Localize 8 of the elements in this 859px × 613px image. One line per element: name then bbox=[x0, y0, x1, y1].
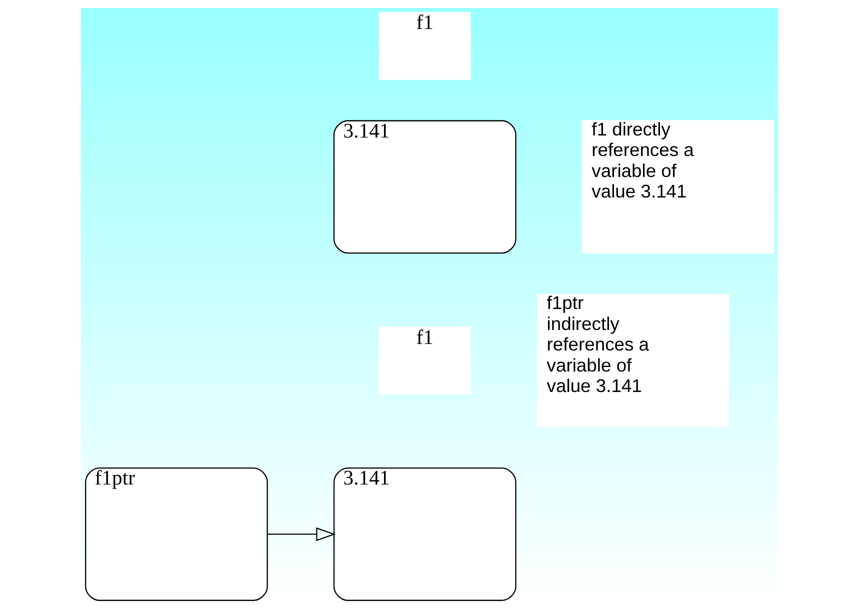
node-box: f1ptr indirectly references a variable of value 3.141 bbox=[537, 294, 730, 428]
node-box: f1 bbox=[378, 326, 471, 394]
node-box: f1 bbox=[378, 12, 471, 80]
node-box: 3.141 bbox=[333, 468, 516, 601]
node-box: f1 directly references a variable of value 3.141 bbox=[582, 120, 774, 254]
arrow bbox=[268, 527, 336, 542]
node-box: f1ptr bbox=[85, 468, 268, 601]
node-box: 3.141 bbox=[333, 120, 516, 254]
